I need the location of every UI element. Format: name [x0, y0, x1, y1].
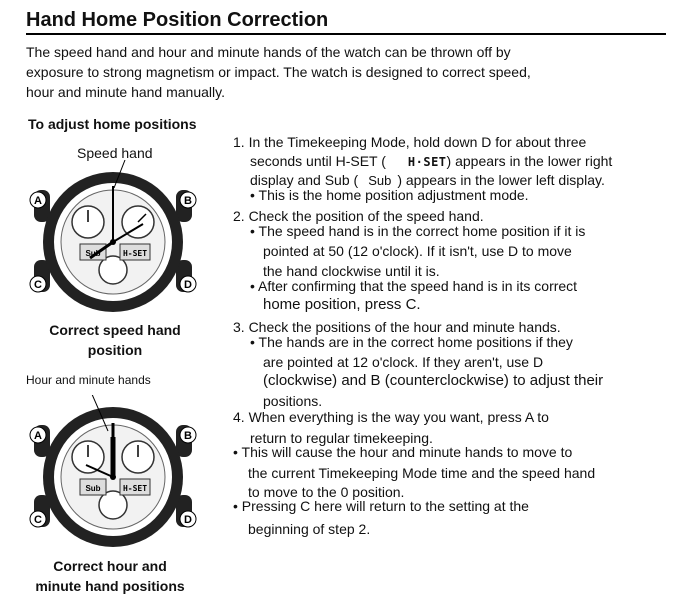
watch-diagram-hour-minute: [34, 395, 192, 547]
step1-text-a: seconds until H-SET (: [250, 153, 386, 169]
figure1-caption-line-2: position: [87, 342, 143, 358]
figure2-caption: Correct hour and minute hand positions: [10, 556, 210, 596]
step1-line-1: 1. In the Timekeeping Mode, hold down D …: [233, 134, 587, 150]
step4-line-2: return to regular timekeeping.: [250, 430, 433, 446]
step1-line-3: display and Sub ( Sub ) appears in the low…: [250, 171, 605, 190]
watch-diagram-speed-hand: [34, 160, 192, 312]
intro-line-1: The speed hand and hour and minute hands…: [26, 44, 511, 60]
step4-line-1: 4. When everything is the way you want, …: [233, 409, 549, 425]
display-left-text: Sub: [85, 484, 100, 493]
watch-labels-1: A B C D Sub H-SET: [29, 191, 197, 293]
step1-text-c: display and Sub (: [250, 172, 359, 188]
step3-line-4: (clockwise) and B (counterclockwise) to …: [263, 372, 604, 389]
step1-text-d: ) appears in the lower left display.: [397, 172, 605, 188]
button-c-label: C: [34, 279, 42, 291]
step4-line-6: • Pressing C here will return to the set…: [233, 498, 529, 514]
step3-line-3: are pointed at 12 o'clock. If they aren'…: [263, 354, 544, 370]
hands: [87, 186, 147, 260]
step4-line-7: beginning of step 2.: [248, 521, 371, 537]
step3-line-1: 3. Check the positions of the hour and m…: [233, 319, 561, 335]
figure2-caption-line-1: Correct hour and: [53, 558, 167, 574]
button-b-label: B: [184, 195, 192, 207]
display-left-text: Sub: [85, 249, 100, 258]
hands: [85, 423, 139, 480]
step2-line-6: home position, press C.: [263, 296, 421, 313]
figure2-caption-line-2: minute hand positions: [35, 578, 185, 594]
figure1-caption-line-1: Correct speed hand: [49, 322, 181, 338]
figure1-caption: Correct speed hand position: [20, 320, 210, 360]
step2-line-3: pointed at 50 (12 o'clock). If it isn't,…: [263, 243, 572, 259]
button-a-label: A: [34, 195, 42, 207]
display-right-text: H-SET: [123, 484, 147, 493]
step4-line-3: • This will cause the hour and minute ha…: [233, 444, 573, 460]
step4-line-5: to move to the 0 position.: [248, 484, 405, 500]
button-b-label: B: [184, 430, 192, 442]
step3-line-2: • The hands are in the correct home posi…: [250, 334, 573, 350]
hour-minute-hands-label: Hour and minute hands: [26, 373, 151, 387]
step2-line-5: • After confirming that the speed hand i…: [250, 278, 578, 294]
step2-line-4: the hand clockwise until it is.: [263, 263, 440, 279]
section-subheading: To adjust home positions: [28, 116, 197, 132]
sub-dials: [71, 440, 155, 520]
step1-line-2: seconds until H-SET ( H·SET) appears in t…: [250, 152, 612, 171]
step1-text-b: ) appears in the lower right: [446, 153, 613, 169]
step1-line-4: • This is the home position adjustment m…: [250, 187, 529, 203]
callout-line: [91, 395, 109, 432]
speed-hand-label: Speed hand: [77, 145, 153, 161]
title-divider: [26, 33, 666, 35]
intro-line-2: exposure to strong magnetism or impact. …: [26, 64, 531, 80]
intro-line-3: hour and minute hand manually.: [26, 84, 225, 100]
callout-line: [113, 160, 126, 189]
button-a-label: A: [34, 430, 42, 442]
button-c-label: C: [34, 514, 42, 526]
button-d-label: D: [184, 514, 192, 526]
button-d-label: D: [184, 279, 192, 291]
hset-display-glyph: H·SET: [407, 155, 447, 169]
watch-labels-2: A B C D Sub H-SET: [29, 426, 197, 528]
sub-display-glyph: Sub: [368, 173, 392, 188]
display-right-text: H-SET: [123, 249, 147, 258]
step3-line-5: positions.: [263, 393, 323, 409]
step2-line-1: 2. Check the position of the speed hand.: [233, 208, 484, 224]
step2-line-2: • The speed hand is in the correct home …: [250, 223, 586, 239]
page-title: Hand Home Position Correction: [26, 9, 329, 31]
step4-line-4: the current Timekeeping Mode time and th…: [248, 465, 596, 481]
